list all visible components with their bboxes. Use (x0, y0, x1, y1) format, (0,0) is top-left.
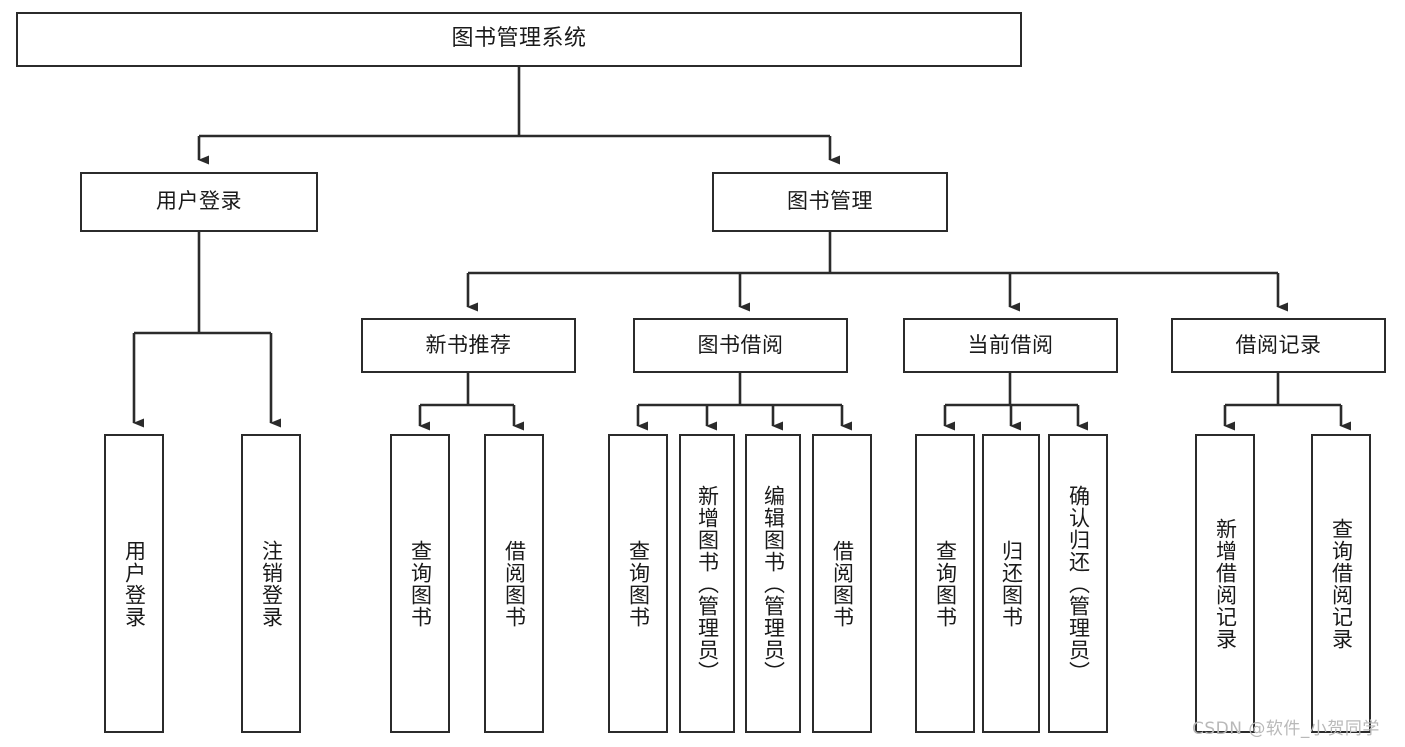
leaf-new-book-borrow[interactable]: 借阅图书 (484, 434, 544, 733)
node-new-book-recommend-label: 新书推荐 (425, 332, 512, 357)
node-book-manage[interactable]: 图书管理 (712, 172, 948, 232)
leaf-borrow-borrow-book[interactable]: 借阅图书 (812, 434, 872, 733)
leaf-current-query-book[interactable]: 查询图书 (915, 434, 975, 733)
leaf-borrow-add-book[interactable]: 新增图书（管理员） (679, 434, 735, 733)
leaf-user-login-login[interactable]: 用户登录 (104, 434, 164, 733)
node-current-borrow[interactable]: 当前借阅 (903, 318, 1118, 373)
csdn-watermark: CSDN @软件_小贺同学 (1192, 719, 1380, 739)
node-user-login[interactable]: 用户登录 (80, 172, 318, 232)
node-root[interactable]: 图书管理系统 (16, 12, 1022, 67)
node-book-borrow[interactable]: 图书借阅 (633, 318, 848, 373)
leaf-user-login-logout[interactable]: 注销登录 (241, 434, 301, 733)
node-root-label: 图书管理系统 (451, 26, 587, 52)
node-borrow-record[interactable]: 借阅记录 (1171, 318, 1386, 373)
leaf-record-query[interactable]: 查询借阅记录 (1311, 434, 1371, 733)
leaf-label: 归还图书 (999, 539, 1024, 628)
leaf-label: 编辑图书（管理员） (761, 484, 786, 683)
node-borrow-record-label: 借阅记录 (1235, 332, 1322, 357)
leaf-borrow-edit-book[interactable]: 编辑图书（管理员） (745, 434, 801, 733)
leaf-new-book-query[interactable]: 查询图书 (390, 434, 450, 733)
leaf-label: 借阅图书 (502, 539, 527, 628)
leaf-label: 新增借阅记录 (1213, 517, 1238, 650)
leaf-label: 查询图书 (626, 539, 651, 628)
leaf-record-add[interactable]: 新增借阅记录 (1195, 434, 1255, 733)
node-new-book-recommend[interactable]: 新书推荐 (361, 318, 576, 373)
leaf-label: 用户登录 (122, 539, 147, 628)
leaf-label: 查询图书 (408, 539, 433, 628)
leaf-label: 新增图书（管理员） (695, 484, 720, 683)
leaf-label: 注销登录 (259, 539, 284, 628)
leaf-label: 借阅图书 (830, 539, 855, 628)
node-user-login-label: 用户登录 (156, 189, 242, 214)
node-book-manage-label: 图书管理 (787, 189, 873, 214)
node-current-borrow-label: 当前借阅 (967, 332, 1054, 357)
node-book-borrow-label: 图书借阅 (697, 332, 784, 357)
leaf-label: 查询图书 (933, 539, 958, 628)
leaf-borrow-query-book[interactable]: 查询图书 (608, 434, 668, 733)
leaf-label: 确认归还（管理员） (1066, 484, 1091, 683)
leaf-current-confirm-return[interactable]: 确认归还（管理员） (1048, 434, 1108, 733)
leaf-current-return-book[interactable]: 归还图书 (982, 434, 1040, 733)
leaf-label: 查询借阅记录 (1329, 517, 1354, 650)
